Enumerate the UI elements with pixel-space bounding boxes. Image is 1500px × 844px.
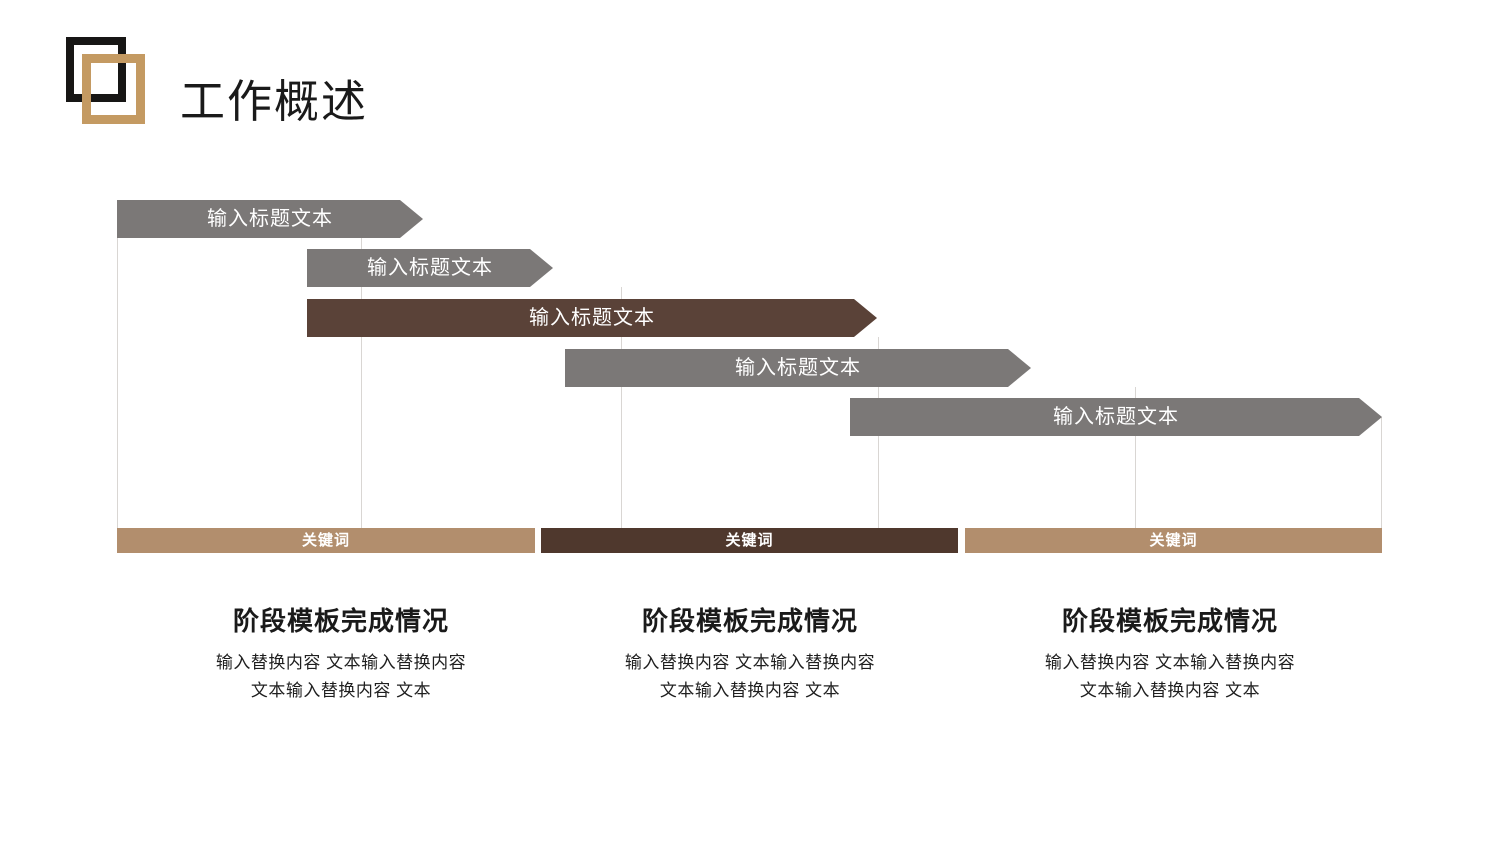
section-1-body-line-1: 输入替换内容 文本输入替换内容 bbox=[215, 653, 467, 672]
gridline-3 bbox=[621, 287, 622, 528]
gantt-arrow-1: 输入标题文本 bbox=[117, 200, 423, 238]
keyword-bar-1: 关键词 bbox=[117, 528, 535, 553]
page-title: 工作概述 bbox=[180, 76, 369, 128]
section-3: 阶段模板完成情况 输入替换内容 文本输入替换内容 文本输入替换内容 文本 bbox=[950, 603, 1390, 705]
section-1-heading: 阶段模板完成情况 bbox=[232, 606, 449, 636]
section-3-body: 输入替换内容 文本输入替换内容 文本输入替换内容 文本 bbox=[950, 649, 1390, 705]
keyword-bar-3-label: 关键词 bbox=[1149, 532, 1198, 549]
gridline-1 bbox=[117, 238, 118, 528]
gantt-arrow-5: 输入标题文本 bbox=[850, 398, 1382, 436]
gantt-arrow-2-label: 输入标题文本 bbox=[367, 257, 493, 279]
section-2-body: 输入替换内容 文本输入替换内容 文本输入替换内容 文本 bbox=[530, 649, 970, 705]
section-2-body-line-1: 输入替换内容 文本输入替换内容 bbox=[624, 653, 876, 672]
logo-black-square-icon bbox=[66, 37, 126, 102]
section-3-body-line-2: 文本输入替换内容 文本 bbox=[1079, 681, 1261, 700]
gridline-2 bbox=[361, 238, 362, 528]
gantt-arrow-4: 输入标题文本 bbox=[565, 349, 1031, 387]
gantt-arrow-3: 输入标题文本 bbox=[307, 299, 877, 337]
keyword-bar-1-label: 关键词 bbox=[301, 532, 350, 549]
section-3-heading: 阶段模板完成情况 bbox=[1061, 606, 1278, 636]
section-3-body-line-1: 输入替换内容 文本输入替换内容 bbox=[1044, 653, 1296, 672]
section-1-body-line-2: 文本输入替换内容 文本 bbox=[250, 681, 432, 700]
section-2: 阶段模板完成情况 输入替换内容 文本输入替换内容 文本输入替换内容 文本 bbox=[530, 603, 970, 705]
gantt-arrow-3-label: 输入标题文本 bbox=[529, 307, 655, 329]
gantt-arrow-4-label: 输入标题文本 bbox=[735, 357, 861, 379]
gantt-arrow-2: 输入标题文本 bbox=[307, 249, 553, 287]
gantt-arrow-1-label: 输入标题文本 bbox=[207, 208, 333, 230]
logo-gold-square-icon bbox=[82, 54, 145, 124]
gridline-6 bbox=[1381, 417, 1382, 528]
section-2-body-line-2: 文本输入替换内容 文本 bbox=[659, 681, 841, 700]
section-1-body: 输入替换内容 文本输入替换内容 文本输入替换内容 文本 bbox=[121, 649, 561, 705]
gantt-arrow-5-label: 输入标题文本 bbox=[1053, 406, 1179, 428]
keyword-bar-3: 关键词 bbox=[965, 528, 1382, 553]
gridline-5 bbox=[1135, 387, 1136, 528]
section-2-heading: 阶段模板完成情况 bbox=[641, 606, 858, 636]
section-1: 阶段模板完成情况 输入替换内容 文本输入替换内容 文本输入替换内容 文本 bbox=[121, 603, 561, 705]
keyword-bar-2: 关键词 bbox=[541, 528, 958, 553]
keyword-bar-2-label: 关键词 bbox=[725, 532, 774, 549]
